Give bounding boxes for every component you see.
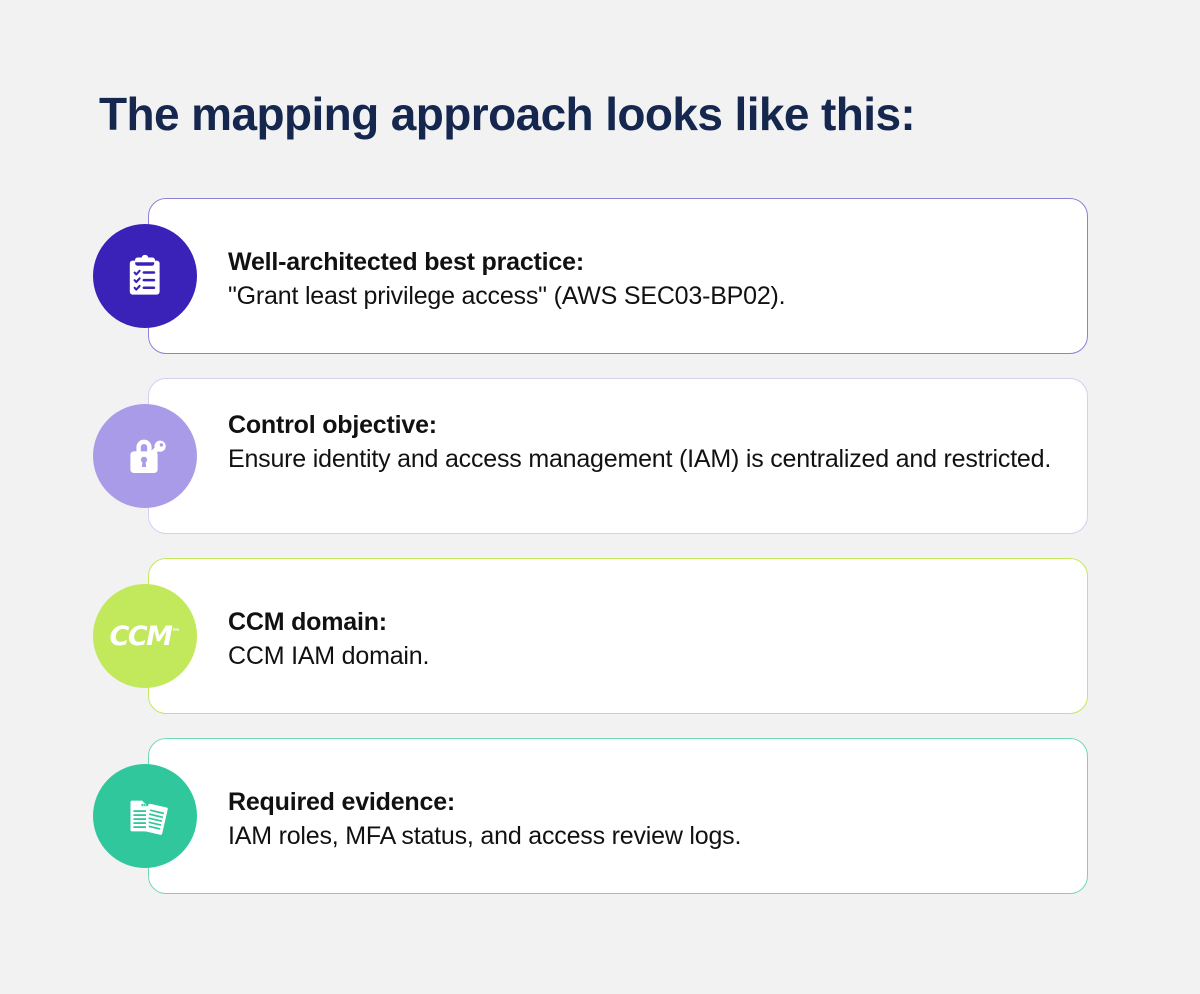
card-text-required-evidence: Required evidence: IAM roles, MFA status… <box>228 785 1058 853</box>
card-list: Well-architected best practice: "Grant l… <box>0 195 1200 915</box>
badge-required-evidence <box>93 764 197 868</box>
card-ccm-domain <box>148 558 1088 714</box>
card-well-architected-best-practice <box>148 198 1088 354</box>
page-title: The mapping approach looks like this: <box>99 88 916 140</box>
card-body: Ensure identity and access management (I… <box>228 445 1052 473</box>
list-item: CCM™ CCM domain: CCM IAM domain. <box>0 555 1200 735</box>
card-title: CCM domain: <box>228 608 387 636</box>
card-text-well-architected-best-practice: Well-architected best practice: "Grant l… <box>228 245 1058 313</box>
card-title: Well-architected best practice: <box>228 248 584 276</box>
card-required-evidence <box>148 738 1088 894</box>
card-body: CCM IAM domain. <box>228 642 430 670</box>
card-body: "Grant least privilege access" (AWS SEC0… <box>228 282 786 310</box>
list-item: Control objective: Ensure identity and a… <box>0 375 1200 555</box>
badge-ccm-domain: CCM™ <box>93 584 197 688</box>
badge-control-objective <box>93 404 197 508</box>
ccm-wordmark-text: CCM <box>109 620 174 652</box>
card-title: Control objective: <box>228 411 437 439</box>
ccm-wordmark-icon: CCM™ <box>110 623 181 650</box>
card-text-control-objective: Control objective: Ensure identity and a… <box>228 408 1058 476</box>
card-title: Required evidence: <box>228 788 456 816</box>
badge-well-architected-best-practice <box>93 224 197 328</box>
padlock-key-icon <box>118 429 172 483</box>
clipboard-checklist-icon <box>119 250 171 302</box>
card-body: IAM roles, MFA status, and access review… <box>228 822 742 850</box>
card-text-ccm-domain: CCM domain: CCM IAM domain. <box>228 605 1058 673</box>
list-item: Required evidence: IAM roles, MFA status… <box>0 735 1200 915</box>
card-control-objective <box>148 378 1088 534</box>
stacked-documents-icon <box>118 789 172 843</box>
list-item: Well-architected best practice: "Grant l… <box>0 195 1200 375</box>
trademark-symbol: ™ <box>171 627 181 638</box>
